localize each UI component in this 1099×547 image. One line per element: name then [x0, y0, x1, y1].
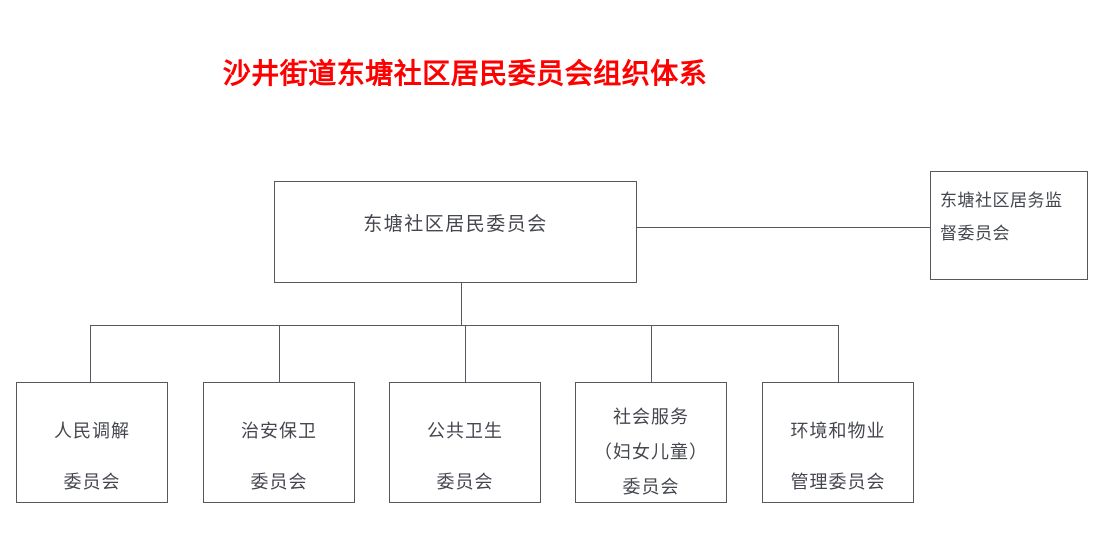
node-supervision-line-2: 督委员会: [940, 224, 1010, 244]
node-mediation-line-2: 委员会: [63, 472, 121, 493]
node-public-health-line-2: 委员会: [436, 472, 494, 493]
node-public-health-label: 公共卫生 委员会: [392, 406, 538, 509]
node-environment-property-line-2: 管理委员会: [790, 472, 886, 493]
node-root-label: 东塘社区居民委员会: [363, 214, 548, 235]
node-supervision-label: 东塘社区居务监 督委员会: [940, 184, 1083, 250]
node-public-security-line-1: 治安保卫: [241, 421, 317, 441]
node-mediation-label: 人民调解 委员会: [19, 406, 165, 509]
node-supervision-line-1: 东塘社区居务监: [940, 191, 1063, 210]
connector-root-to-supervision: [637, 227, 930, 228]
node-social-service-line-1: 社会服务: [613, 407, 689, 427]
node-social-service-line-3: 委员会: [622, 477, 680, 498]
connector-drop-public-security: [279, 325, 280, 382]
connector-drop-public-health: [465, 325, 466, 382]
node-environment-property-line-1: 环境和物业: [790, 421, 886, 441]
node-public-health-committee[interactable]: 公共卫生 委员会: [389, 382, 541, 503]
node-mediation-committee[interactable]: 人民调解 委员会: [16, 382, 168, 503]
chart-title: 沙井街道东塘社区居民委员会组织体系: [222, 59, 708, 90]
node-mediation-line-1: 人民调解: [54, 421, 130, 441]
connector-horizontal-bus: [90, 325, 839, 326]
node-public-security-line-2: 委员会: [250, 472, 308, 493]
connector-drop-environment-property: [838, 325, 839, 382]
connector-drop-mediation: [90, 325, 91, 382]
connector-root-drop: [461, 283, 462, 326]
node-public-security-committee[interactable]: 治安保卫 委员会: [203, 382, 355, 503]
node-environment-property-committee[interactable]: 环境和物业 管理委员会: [762, 382, 914, 503]
node-public-health-line-1: 公共卫生: [427, 421, 503, 441]
connector-drop-social-service: [651, 325, 652, 382]
node-social-service-line-2: （妇女儿童）: [594, 442, 708, 463]
node-supervision-committee[interactable]: 东塘社区居务监 督委员会: [930, 171, 1088, 280]
node-public-security-label: 治安保卫 委员会: [206, 406, 352, 509]
node-social-service-label: 社会服务 （妇女儿童） 委员会: [578, 400, 724, 505]
node-root-residents-committee[interactable]: 东塘社区居民委员会: [274, 181, 637, 283]
node-social-service-committee[interactable]: 社会服务 （妇女儿童） 委员会: [575, 382, 727, 503]
node-environment-property-label: 环境和物业 管理委员会: [765, 406, 911, 509]
